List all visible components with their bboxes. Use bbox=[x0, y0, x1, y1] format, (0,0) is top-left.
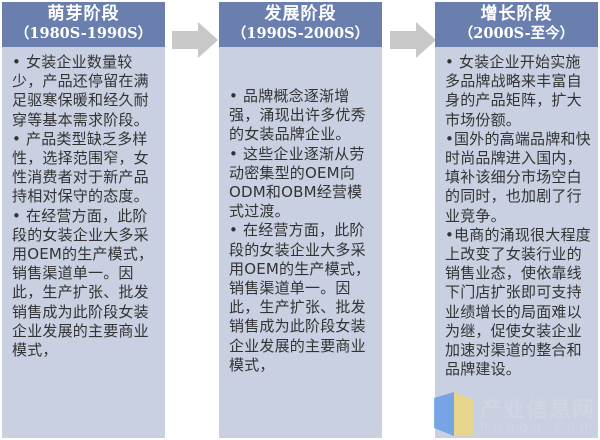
bullet-item: • 产品类型缺乏多样性，选择范围窄，女性消费者对于新产品持相对保守的态度。 bbox=[12, 129, 149, 206]
bullet-item: • 女装企业数量较少，产品还停留在满足驱寒保暖和经久耐穿等基本需求阶段。 bbox=[12, 53, 149, 129]
arrow-right-icon bbox=[172, 22, 218, 58]
bullet-item: •电商的涌现很大程度上改变了女装行业的销售业态，使依靠线下门店扩张即可支持业绩增… bbox=[445, 225, 591, 379]
bullet-item: •国外的高端品牌和快时尚品牌进入国内，填补该细分市场空白的同时，也加剧了行业竞争… bbox=[445, 129, 591, 225]
bullet-item: • 品牌概念逐渐增强，涌现出许多优秀的女装品牌企业。 bbox=[229, 87, 366, 144]
stage-title: 增长阶段 bbox=[480, 4, 553, 24]
stage-card-development: 发展阶段 （1990S-2000S） • 品牌概念逐渐增强，涌现出许多优秀的女装… bbox=[219, 2, 382, 438]
stage-body: • 品牌概念逐渐增强，涌现出许多优秀的女装品牌企业。 • 这些企业逐渐从劳动密集… bbox=[219, 47, 382, 375]
stage-period: （1980S-1990S） bbox=[14, 25, 153, 42]
stage-period: （1990S-2000S） bbox=[231, 25, 370, 42]
stage-title: 发展阶段 bbox=[264, 4, 337, 24]
stage-title: 萌芽阶段 bbox=[47, 4, 120, 24]
stage-period: （2000S-至今） bbox=[458, 25, 575, 42]
stage-card-budding: 萌芽阶段 （1980S-1990S） • 女装企业数量较少，产品还停留在满足驱寒… bbox=[2, 2, 165, 438]
stage-body: • 女装企业数量较少，产品还停留在满足驱寒保暖和经久耐穿等基本需求阶段。 • 产… bbox=[2, 47, 165, 360]
stage-card-growth: 增长阶段 （2000S-至今） • 女装企业开始实施多品牌战略来丰富自身的产品矩… bbox=[435, 2, 598, 438]
arrow-right-icon bbox=[390, 22, 436, 58]
bullet-item: • 女装企业开始实施多品牌战略来丰富自身的产品矩阵，扩大市场份额。 bbox=[445, 53, 582, 129]
bullet-item: • 这些企业逐渐从劳动密集型的OEM向ODM和OBM经营模式过渡。 bbox=[229, 144, 365, 221]
stage-header: 发展阶段 （1990S-2000S） bbox=[219, 2, 382, 47]
stage-header: 增长阶段 （2000S-至今） bbox=[435, 2, 598, 47]
stage-body: • 女装企业开始实施多品牌战略来丰富自身的产品矩阵，扩大市场份额。 •国外的高端… bbox=[435, 47, 598, 379]
stage-header: 萌芽阶段 （1980S-1990S） bbox=[2, 2, 165, 47]
bullet-item: • 在经营方面，此阶段的女装企业大多采用OEM的生产模式，销售渠道单一。因此，生… bbox=[12, 206, 154, 360]
bullet-item: • 在经营方面，此阶段的女装企业大多采用OEM的生产模式，销售渠道单一。因此，生… bbox=[229, 221, 371, 374]
